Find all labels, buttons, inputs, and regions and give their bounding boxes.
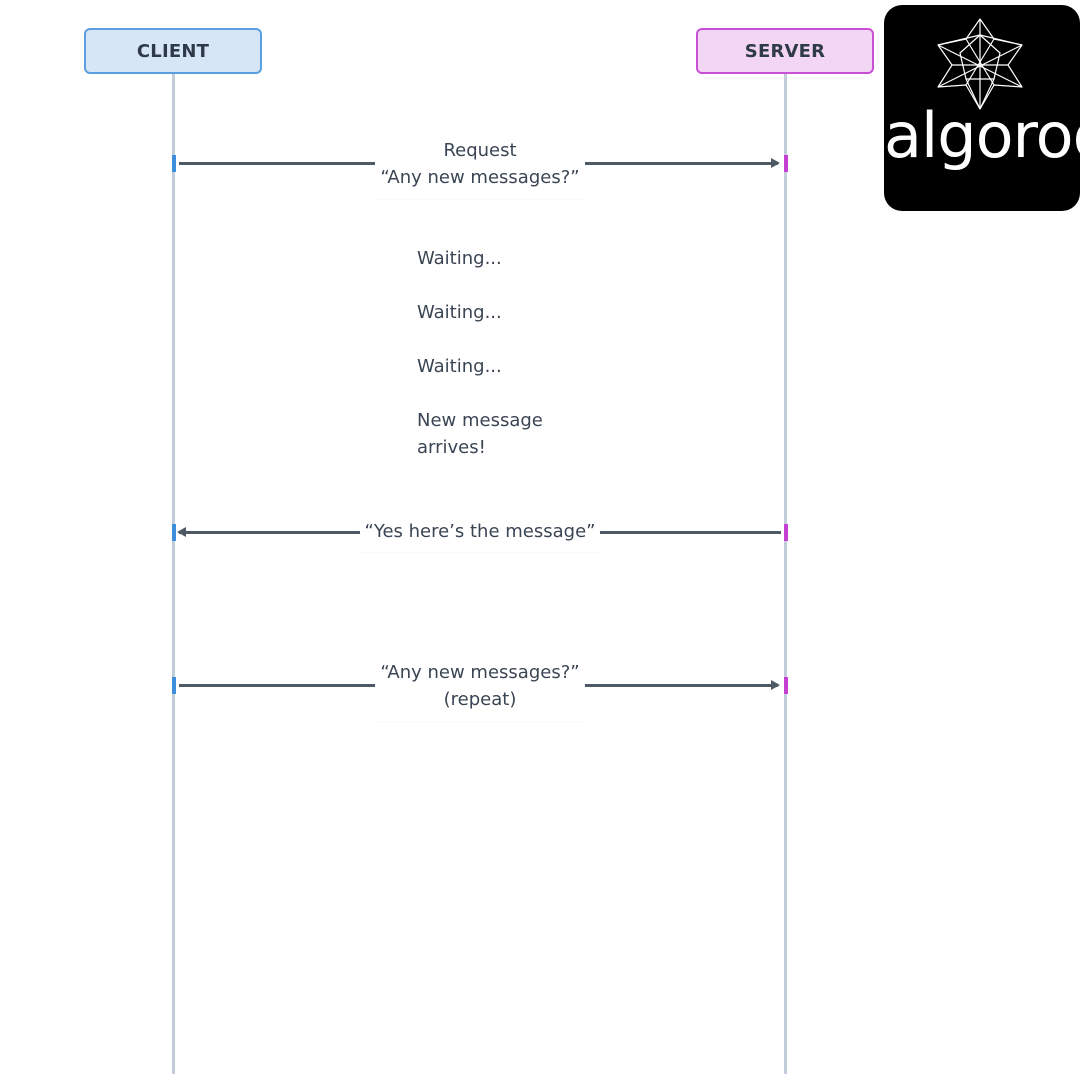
waiting-note-3: Waiting... (417, 356, 502, 377)
server-activation-3 (784, 677, 788, 694)
server-lifeline (784, 74, 787, 1074)
client-activation-3 (172, 677, 176, 694)
client-actor-box: CLIENT (84, 28, 262, 74)
star-polyhedron-icon (937, 18, 1023, 110)
waiting-note-2: Waiting... (417, 302, 502, 323)
response-label: “Yes here’s the message” (360, 518, 600, 552)
repeat-request-label-line-1: “Any new messages?” (380, 662, 580, 683)
waiting-note-1: Waiting... (417, 248, 502, 269)
response-label-line-1: “Yes here’s the message” (364, 521, 596, 542)
server-actor-box: SERVER (696, 28, 874, 74)
client-activation-2 (172, 524, 176, 541)
client-activation-1 (172, 155, 176, 172)
request-label-line-2: “Any new messages?” (380, 167, 580, 188)
server-activation-1 (784, 155, 788, 172)
server-activation-2 (784, 524, 788, 541)
repeat-request-label-line-2: (repeat) (443, 689, 517, 710)
request-label: Request “Any new messages?” (375, 137, 585, 199)
repeat-request-label: “Any new messages?” (repeat) (375, 659, 585, 721)
request-label-line-1: Request (443, 140, 517, 161)
client-lifeline (172, 74, 175, 1074)
new-message-note-line-2: arrives! (417, 437, 486, 458)
algoroq-logo: algoroq (884, 5, 1080, 211)
new-message-note: New message arrives! (417, 407, 543, 461)
logo-wordmark: algoroq (884, 99, 1080, 172)
new-message-note-line-1: New message (417, 410, 543, 431)
